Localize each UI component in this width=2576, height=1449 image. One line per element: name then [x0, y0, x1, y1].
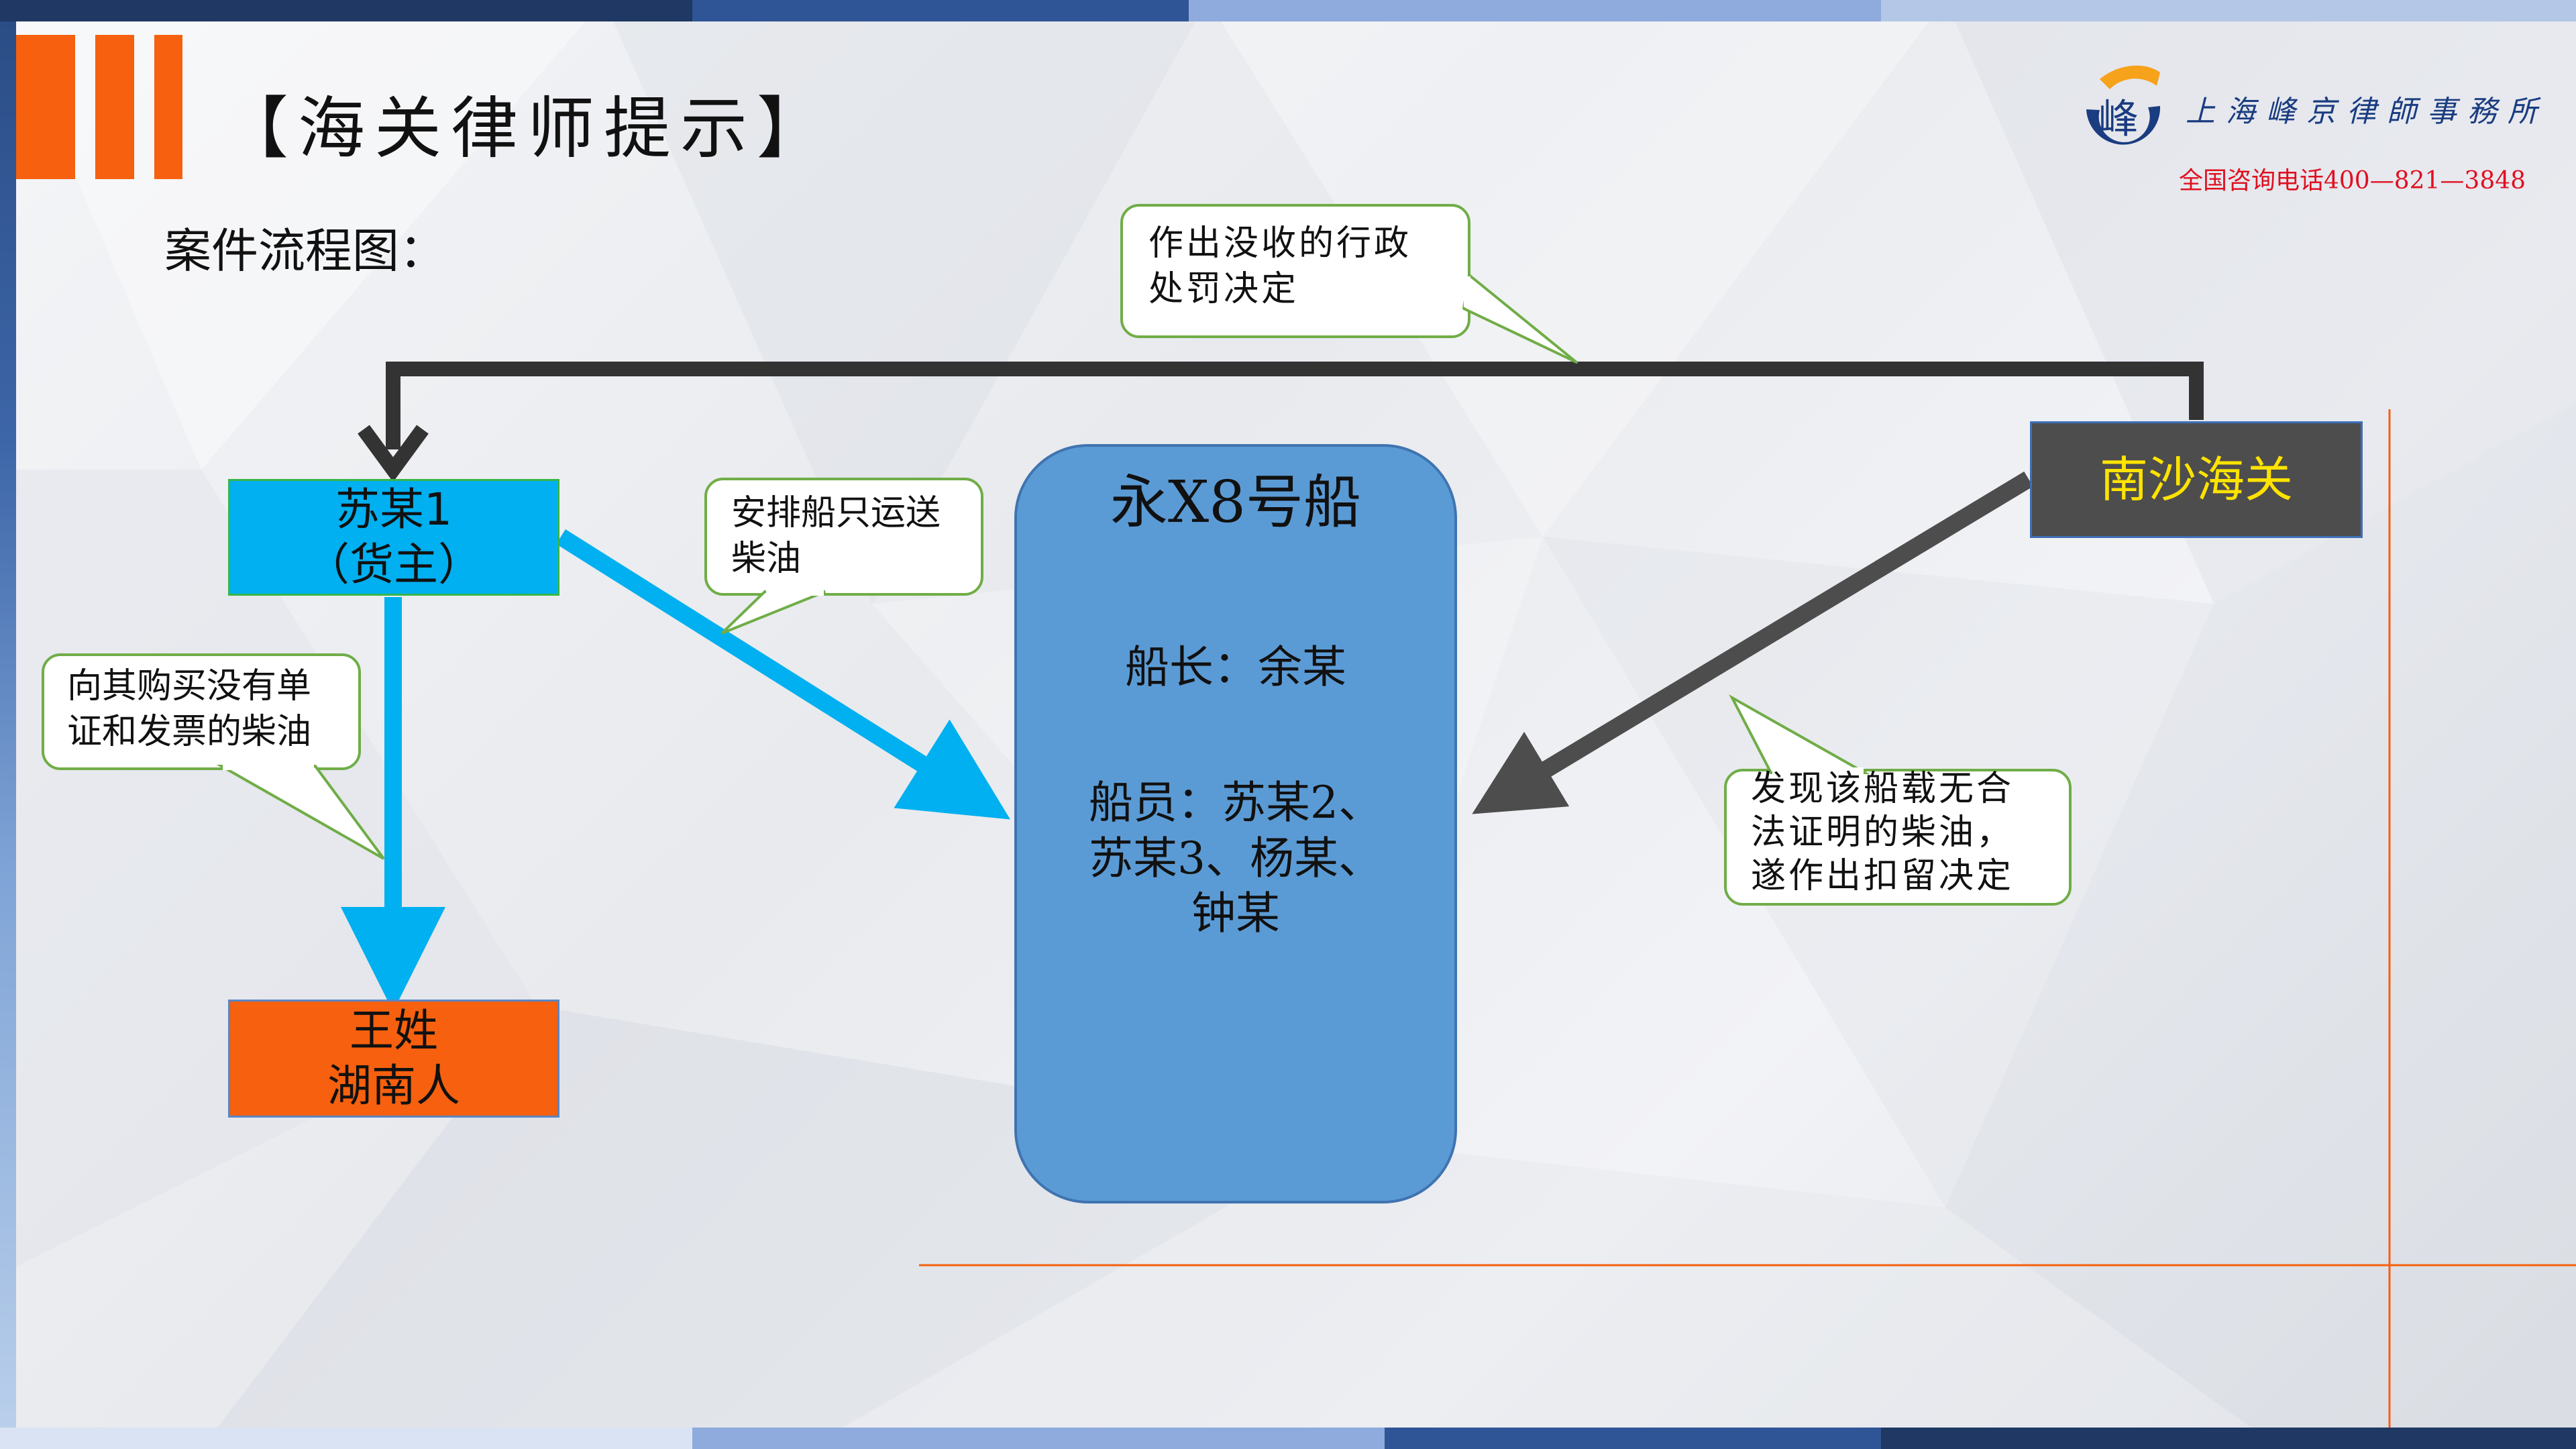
node-su1-role: （货主）: [305, 539, 482, 590]
node-wang-origin: 湖南人: [327, 1060, 460, 1112]
ship-crew-line-2: 苏某3、杨某、: [1089, 832, 1383, 884]
callout-detain-text: 发现该船载无合 法证明的柴油， 遂作出扣留决定: [1751, 769, 2015, 896]
node-su1-name: 苏某1: [335, 483, 452, 535]
node-nansha-label: 南沙海关: [2099, 451, 2293, 508]
title-mark-2: [95, 35, 134, 179]
node-ship: 永X8号船 船长：余某 船员：苏某2、 苏某3、杨某、 钟某: [1014, 444, 1457, 1203]
node-su1-cargo-owner: 苏某1 （货主）: [228, 479, 559, 596]
ship-crew-line-1: 船员：苏某2、: [1089, 777, 1383, 828]
callout-arrange-text: 安排船只运送 柴油: [731, 493, 941, 579]
ship-captain: 船长：余某: [1125, 641, 1346, 693]
svg-text:峰: 峰: [2098, 96, 2139, 143]
node-wang-name: 王姓: [350, 1004, 438, 1057]
callout-detain: [1724, 694, 2072, 906]
firm-phone: 全国咨询电话400—821—3848: [2179, 167, 2526, 195]
firm-name: 上海峰京律師事務所: [2186, 95, 2548, 129]
title-mark-3: [154, 35, 182, 179]
confiscation-connector: [386, 362, 2204, 449]
callout-arrange: [704, 478, 983, 635]
firm-emblem-icon: 峰: [2086, 65, 2161, 145]
node-wang-hunan: 王姓 湖南人: [228, 1000, 559, 1118]
ship-crew-line-3: 钟某: [1191, 888, 1280, 939]
ship-title: 永X8号船: [1110, 469, 1361, 536]
callout-purchase: [42, 653, 385, 860]
callout-confiscation-text: 作出没收的行政 处罚决定: [1148, 223, 1412, 309]
page-title: 【海关律师提示】: [221, 89, 833, 168]
arrange-arrow: [556, 529, 1011, 820]
callout-purchase-text: 向其购买没有单 证和发票的柴油: [67, 666, 312, 752]
top-color-bar: [0, 0, 2576, 21]
node-nansha-customs: 南沙海关: [2030, 421, 2363, 538]
confiscation-arrowhead: [358, 425, 429, 482]
page-subtitle: 案件流程图：: [164, 223, 446, 278]
detain-arrow: [1472, 471, 2033, 814]
title-mark-1: [16, 35, 75, 179]
bottom-color-bar: [0, 1428, 2576, 1449]
left-color-strip: [0, 21, 16, 1428]
